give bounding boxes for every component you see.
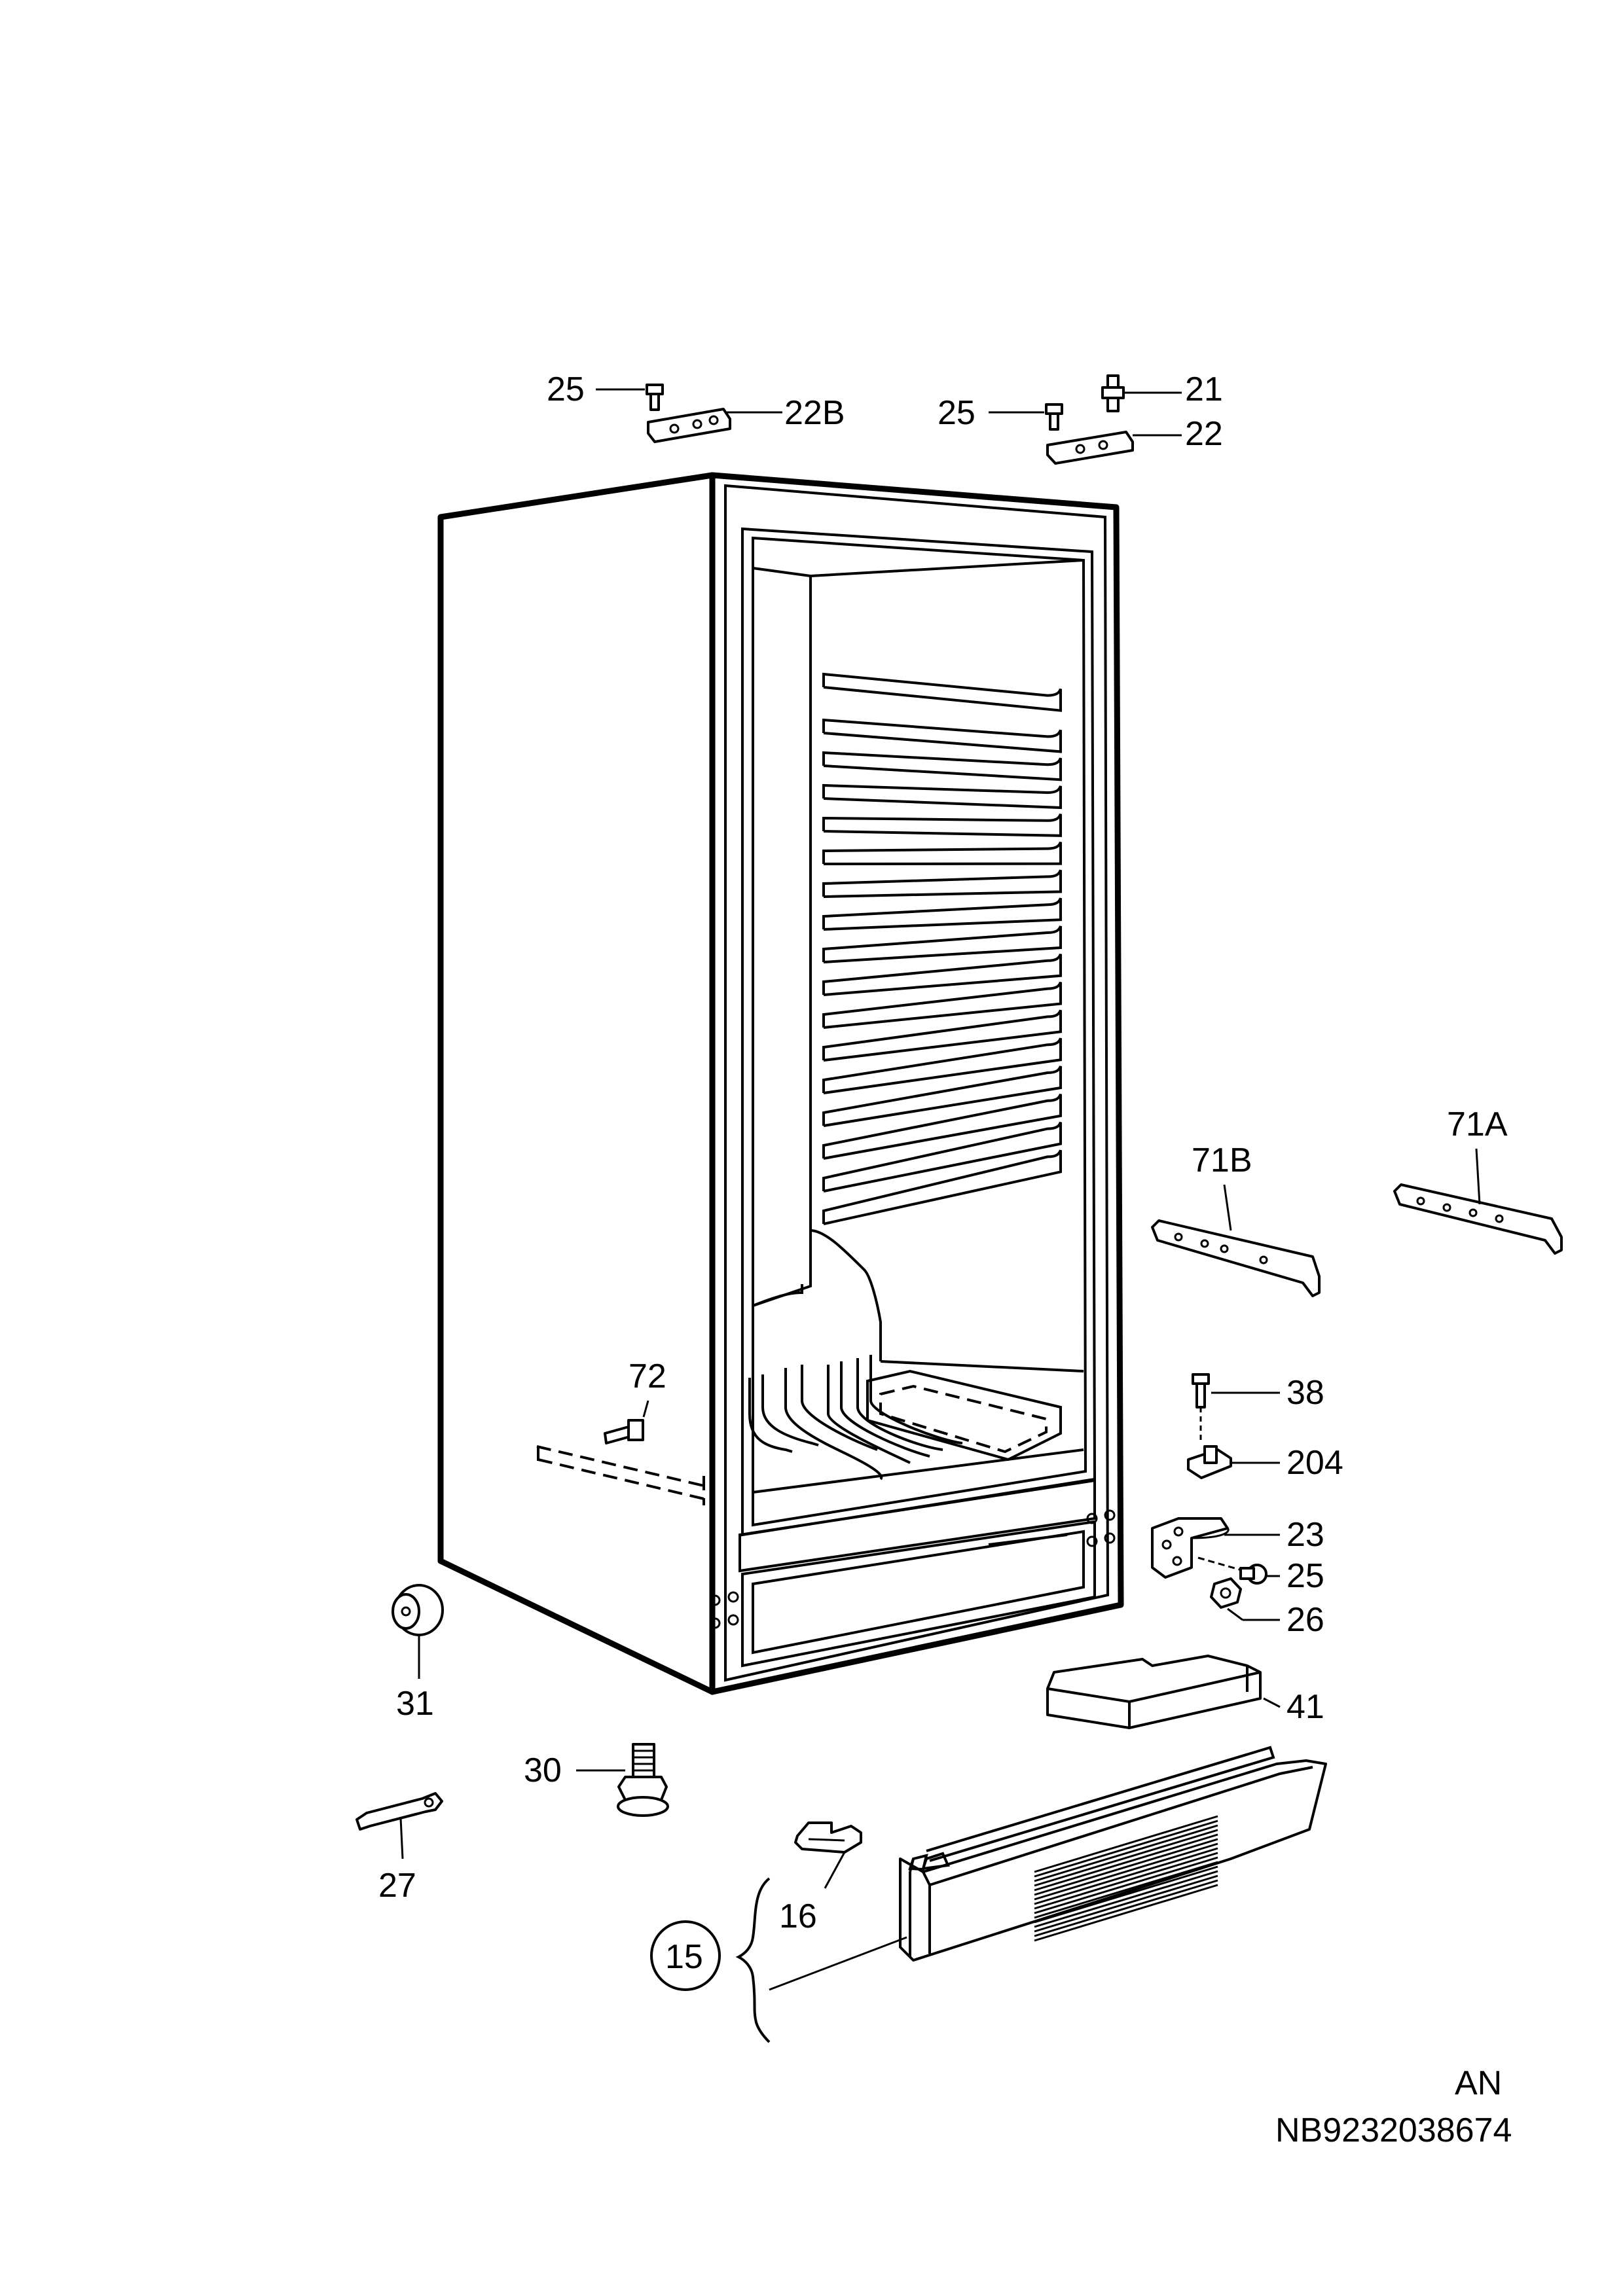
callout-16: 16 [779, 1897, 817, 1935]
shelf-rail [822, 1009, 1062, 1062]
clip-16 [794, 1821, 862, 1854]
footer-doc-number: NB9232038674 [1275, 2111, 1512, 2149]
callout-27: 27 [378, 1867, 416, 1905]
grille-slat [1034, 1865, 1218, 1924]
hinge-plate-22 [1046, 431, 1134, 465]
shelf-rail [822, 981, 1062, 1029]
grille-slat [1034, 1824, 1218, 1882]
grille-slat [1034, 1833, 1218, 1892]
grille-slat [1034, 1815, 1218, 1873]
callout-71a: 71A [1447, 1105, 1508, 1143]
callout-26: 26 [1286, 1601, 1324, 1639]
grille-slat [1034, 1874, 1218, 1933]
shelf-rail [822, 718, 1062, 753]
shelf-rail [822, 783, 1062, 810]
callout-41: 41 [1286, 1688, 1324, 1726]
shelf-rail [822, 869, 1062, 898]
callout-22: 22 [1185, 415, 1223, 453]
grille-slat [1034, 1870, 1218, 1928]
foot-31 [392, 1584, 444, 1636]
shelf-rail [822, 1037, 1062, 1094]
block-41 [1046, 1655, 1262, 1729]
callout-72: 72 [629, 1357, 666, 1395]
screw-25-right [1197, 1556, 1267, 1585]
kickplate-grille [1034, 1815, 1218, 1942]
shelf-rail [822, 814, 1062, 837]
callout-22b: 22B [784, 394, 845, 432]
callout-204: 204 [1286, 1444, 1343, 1482]
hinge-block-23 [1151, 1517, 1230, 1579]
slide-rail-71b [1151, 1219, 1321, 1297]
shelf-rail [822, 1149, 1062, 1225]
shelf-rails [822, 672, 1062, 1225]
grille-slat [1034, 1852, 1218, 1910]
shelf-rail [822, 954, 1062, 996]
callout-25-top-left: 25 [547, 370, 585, 408]
grille-slat [1034, 1884, 1218, 1942]
callout-71b: 71B [1192, 1141, 1252, 1179]
shelf-rail [822, 751, 1062, 781]
slide-rail-71a [1393, 1183, 1563, 1255]
evaporator-coil [748, 1355, 1062, 1480]
nut-26 [1210, 1577, 1242, 1609]
callout-21: 21 [1185, 370, 1223, 408]
callout-labels: 25 22B 25 21 22 71B 71A 72 38 204 23 25 … [378, 370, 1512, 2149]
grille-slat [1034, 1820, 1218, 1878]
spanner-27 [356, 1792, 443, 1831]
leader-lines [399, 388, 1481, 2043]
rail-72 [536, 1419, 705, 1505]
kickplate-15 [899, 1746, 1327, 1962]
hinge-pin-21 [1101, 374, 1125, 412]
callout-31: 31 [396, 1685, 434, 1723]
grille-slat [1034, 1842, 1218, 1901]
shelf-rail [822, 1066, 1062, 1127]
shelf-rail [822, 1094, 1062, 1160]
grille-slat [1034, 1829, 1218, 1887]
grille-slat [1034, 1856, 1218, 1914]
adjustable-foot-30 [617, 1743, 669, 1817]
hinge-plate-22b [647, 408, 731, 443]
callout-30: 30 [524, 1751, 562, 1789]
cabinet-body [437, 472, 1124, 1695]
grille-slat [1034, 1847, 1218, 1905]
shelf-rail [822, 1121, 1062, 1193]
callout-25-right: 25 [1286, 1557, 1324, 1595]
callout-15: 15 [665, 1938, 703, 1976]
callout-38: 38 [1286, 1374, 1324, 1412]
bracket-204 [1187, 1445, 1232, 1479]
screw-38 [1192, 1373, 1210, 1440]
grille-slat [1034, 1879, 1218, 1937]
screw-25-top-left [646, 384, 664, 411]
shelf-rail [822, 841, 1062, 865]
footer-code: AN [1455, 2064, 1502, 2102]
callout-23: 23 [1286, 1516, 1324, 1554]
grille-slat [1034, 1838, 1218, 1896]
shelf-rail [822, 925, 1062, 963]
screw-25-top-mid [1045, 403, 1063, 431]
grille-slat [1034, 1861, 1218, 1919]
callout-25-top-mid: 25 [938, 394, 976, 432]
shelf-rail [822, 897, 1062, 931]
shelf-rail [822, 672, 1062, 712]
